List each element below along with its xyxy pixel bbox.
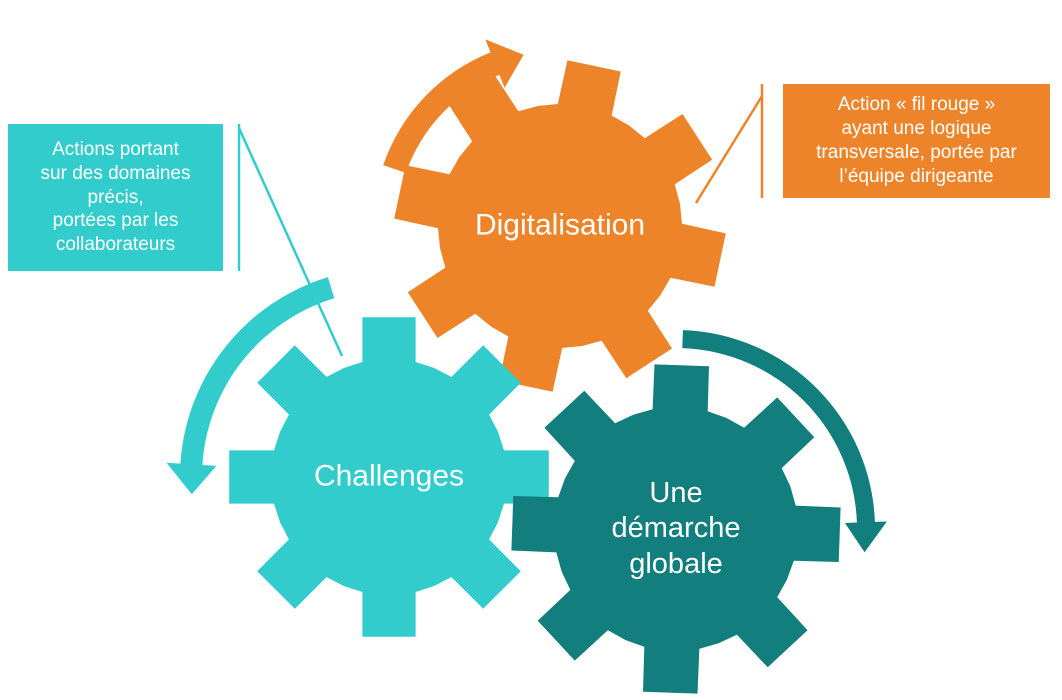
callout-left: Actions portant sur des domaines précis,… xyxy=(8,124,223,271)
callout-right-line: transversale, portée par xyxy=(816,142,1017,163)
callout-left-line: portées par les xyxy=(52,210,179,232)
callout-right-line: ayant une logique xyxy=(841,118,992,140)
gear-label-demarche-line: démarche xyxy=(611,512,741,545)
callout-left-line: précis, xyxy=(87,186,144,208)
leader-right-diagonal xyxy=(694,95,764,204)
callout-left-line: collaborateurs xyxy=(55,234,176,256)
gear-label-digitalisation: Digitalisation xyxy=(474,208,646,242)
callout-right: Action « fil rouge » ayant une logique t… xyxy=(783,84,1050,198)
orange-rotation-arrow xyxy=(383,39,524,173)
leader-lines xyxy=(237,84,764,357)
gear-label-challenges: Challenges xyxy=(313,459,465,493)
callout-left-line: sur des domaines xyxy=(40,162,191,184)
callout-right-line: Action « fil rouge » xyxy=(837,94,996,116)
teal-rotation-arrow xyxy=(682,330,887,553)
gear-label-demarche-line: Une xyxy=(649,476,703,509)
leader-left-diagonal xyxy=(237,127,344,357)
gear-digitalisation xyxy=(394,60,726,392)
gears-layer xyxy=(229,60,841,694)
gear-challenges xyxy=(229,317,549,637)
callout-left-line: Actions portant xyxy=(52,138,179,160)
gear-label-demarche-line: globale xyxy=(629,547,723,580)
gear-label-demarche: Une démarche globale xyxy=(612,476,741,582)
callout-right-line: l’équipe dirigeante xyxy=(839,165,994,187)
gear-demarche xyxy=(511,364,841,694)
